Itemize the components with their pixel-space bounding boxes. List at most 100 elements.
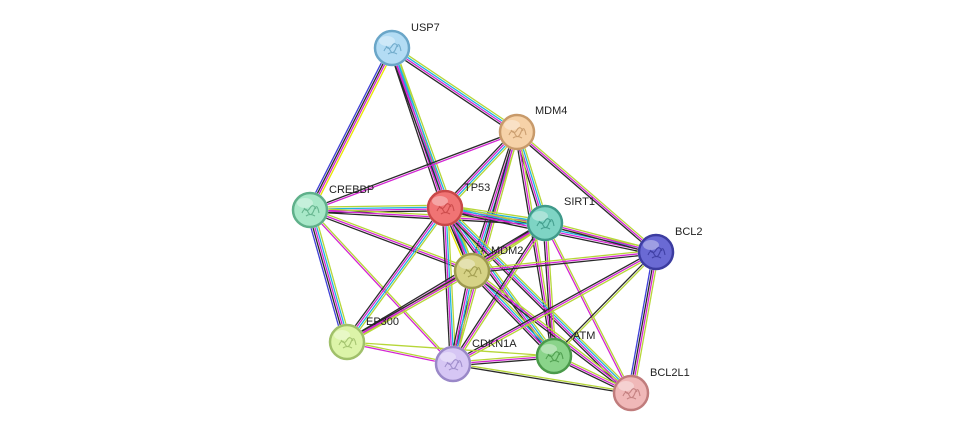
edge-evidence-line [345, 207, 445, 342]
edge-evidence-line [469, 272, 553, 359]
node-tp53[interactable]: TP53 [426, 182, 491, 227]
edge-evidence-line [392, 47, 474, 271]
node-label: SIRT1 [564, 196, 595, 208]
edge-evidence-line [446, 205, 634, 392]
edge-evidence-line [313, 208, 352, 342]
edge-evidence-line [392, 46, 518, 132]
node-circle [373, 29, 411, 67]
edge-evidence-line [451, 249, 656, 363]
protein-structure-icon [301, 205, 320, 217]
protein-structure-icon [536, 218, 555, 230]
node-circle [453, 252, 491, 290]
edge-evidence-line [311, 49, 396, 212]
node-circle [426, 189, 464, 227]
edge-mdm2-ep300[interactable] [345, 268, 474, 345]
edge-evidence-line [393, 45, 519, 131]
edge-bcl2-atm[interactable] [552, 250, 658, 358]
edge-mdm2-bcl2[interactable] [471, 249, 657, 274]
node-highlight [379, 36, 395, 46]
edge-crebbp-ep300[interactable] [305, 208, 352, 344]
edge-evidence-line [544, 222, 555, 357]
edge-evidence-line [309, 208, 446, 212]
edge-evidence-line [347, 272, 474, 345]
edge-evidence-line [346, 222, 546, 343]
edge-evidence-line [453, 253, 658, 367]
edge-usp7-crebbp[interactable] [306, 46, 396, 212]
node-atm[interactable]: ATM [535, 330, 596, 375]
edge-mdm4-bcl2[interactable] [515, 130, 658, 254]
node-label: CREBBP [329, 184, 374, 196]
node-label: TP53 [464, 182, 490, 194]
node-highlight [459, 259, 475, 269]
node-circle [637, 233, 675, 271]
edge-evidence-line [627, 251, 654, 393]
node-sirt1[interactable]: SIRT1 [526, 196, 595, 242]
edge-evidence-line [633, 252, 660, 394]
edge-evidence-line [345, 220, 545, 341]
protein-structure-icon [622, 388, 641, 400]
node-mdm2[interactable]: MDM2 [453, 245, 524, 290]
node-crebbp[interactable]: CREBBP [291, 184, 375, 229]
node-usp7[interactable]: USP7 [373, 22, 440, 67]
edge-sirt1-bcl2[interactable] [544, 220, 657, 255]
edge-evidence-line [554, 252, 658, 358]
edge-sirt1-ep300[interactable] [345, 220, 547, 345]
node-circle [498, 113, 536, 151]
edge-evidence-line [445, 206, 633, 393]
edge-evidence-line [391, 48, 517, 134]
edge-evidence-line [310, 48, 394, 211]
edge-crebbp-sirt1[interactable] [309, 207, 546, 226]
node-label: USP7 [411, 22, 440, 34]
edge-evidence-line [307, 210, 346, 343]
edge-evidence-line [442, 209, 630, 396]
node-highlight [532, 211, 548, 221]
edge-evidence-line [309, 209, 546, 224]
node-circle [328, 323, 366, 361]
node-mdm4[interactable]: MDM4 [498, 105, 568, 151]
edge-sirt1-bcl2l1[interactable] [543, 222, 633, 394]
node-bcl2[interactable]: BCL2 [637, 226, 703, 271]
edge-evidence-line [471, 249, 656, 270]
edge-evidence-line [309, 211, 472, 274]
node-highlight [297, 198, 313, 208]
edge-tp53-ep300[interactable] [344, 205, 448, 345]
node-bcl2l1[interactable]: BCL2L1 [612, 367, 690, 412]
protein-structure-icon [647, 247, 666, 259]
protein-structure-icon [383, 43, 402, 55]
edge-evidence-line [515, 132, 656, 254]
edge-mdm2-bcl2l1[interactable] [470, 268, 633, 396]
edge-bcl2-cdkn1a[interactable] [451, 249, 658, 367]
edge-evidence-line [309, 204, 446, 208]
node-cdkn1a[interactable]: CDKN1A [434, 338, 518, 383]
edge-evidence-line [305, 210, 344, 344]
edge-evidence-line [347, 224, 547, 345]
protein-structure-icon [545, 351, 564, 363]
protein-structure-icon [463, 266, 482, 278]
edge-evidence-line [388, 48, 443, 210]
edge-evidence-line [452, 251, 657, 365]
edge-evidence-line [517, 130, 658, 252]
edge-bcl2-bcl2l1[interactable] [627, 251, 660, 394]
edge-evidence-line [516, 131, 555, 357]
edge-evidence-line [347, 208, 447, 343]
edge-evidence-line [516, 131, 657, 253]
edge-evidence-line [346, 270, 473, 343]
edge-evidence-line [543, 223, 631, 394]
node-highlight [440, 352, 456, 362]
edge-evidence-line [631, 252, 658, 394]
edge-evidence-line [472, 253, 657, 274]
edge-mdm4-crebbp[interactable] [309, 130, 518, 212]
edge-usp7-mdm4[interactable] [390, 45, 519, 135]
node-circle [612, 374, 650, 412]
node-label: EP300 [366, 316, 399, 328]
node-highlight [504, 120, 520, 130]
edge-usp7-tp53[interactable] [388, 46, 449, 210]
node-label: ATM [573, 330, 595, 342]
edge-crebbp-cdkn1a[interactable] [308, 208, 455, 366]
edge-evidence-line [308, 47, 392, 210]
edge-tp53-bcl2l1[interactable] [442, 205, 634, 396]
node-ep300[interactable]: EP300 [328, 316, 400, 361]
edge-cdkn1a-bcl2l1[interactable] [452, 362, 632, 395]
edge-evidence-line [629, 251, 656, 393]
